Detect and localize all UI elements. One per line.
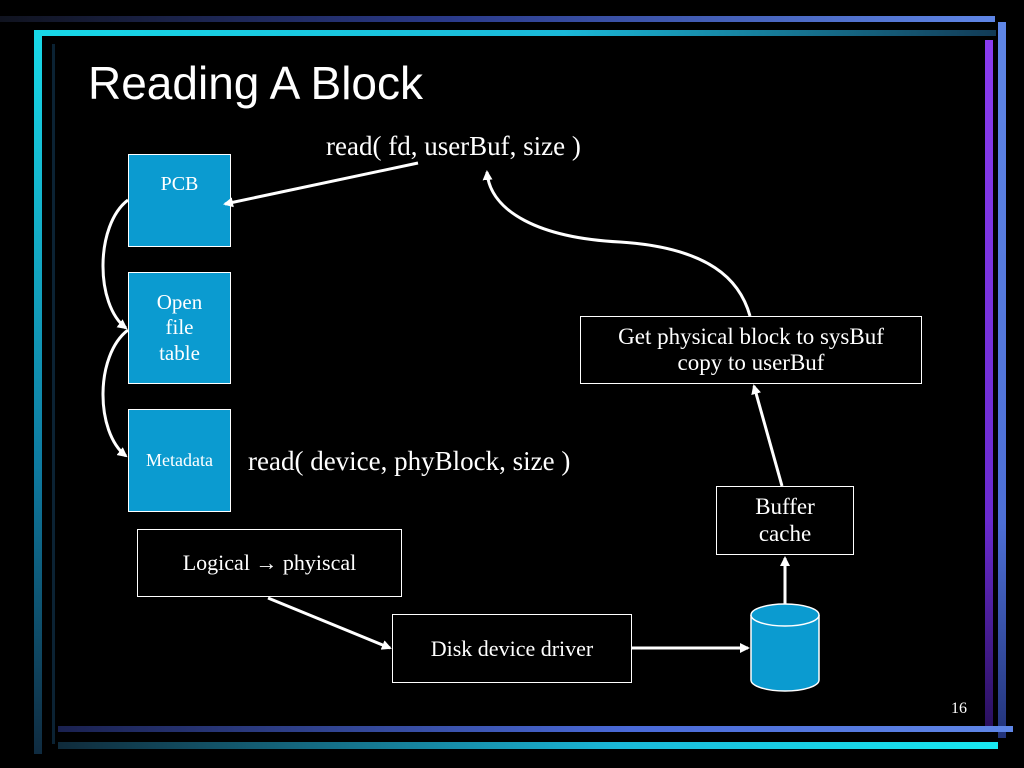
logical-to-physical-label: Logical → phyiscal bbox=[182, 550, 357, 576]
top-accent-bar-cyan bbox=[34, 30, 996, 36]
open-file-table-line-1: Open bbox=[156, 290, 203, 315]
read-call-label: read( fd, userBuf, size ) bbox=[326, 131, 581, 161]
logical-to-physical-box: Logical → phyiscal bbox=[137, 529, 402, 597]
disk-device-driver-box: Disk device driver bbox=[392, 614, 632, 683]
open-file-table-line-2: file bbox=[165, 315, 194, 340]
arrow-logical-to-driver bbox=[267, 596, 392, 650]
metadata-box: Metadata bbox=[128, 409, 231, 512]
device-read-call-label: read( device, phyBlock, size ) bbox=[248, 446, 571, 476]
arrow-get-block-to-read-call bbox=[482, 170, 752, 317]
pcb-box: PCB bbox=[128, 154, 231, 247]
buffer-cache-line-1: Buffer bbox=[755, 494, 815, 520]
right-accent-bar bbox=[998, 22, 1006, 738]
open-file-table-line-3: table bbox=[159, 340, 200, 365]
arrow-read-to-pcb bbox=[223, 161, 419, 208]
slide-title: Reading A Block bbox=[88, 57, 424, 109]
bottom-accent-bar-cyan bbox=[58, 742, 998, 749]
arrow-open-file-table-to-metadata bbox=[101, 328, 129, 458]
left-accent-bar-thin bbox=[52, 44, 55, 744]
buffer-cache-line-2: cache bbox=[758, 520, 812, 546]
top-accent-bar bbox=[0, 16, 995, 22]
pcb-label: PCB bbox=[160, 173, 199, 195]
disk-cylinder-icon bbox=[750, 603, 820, 692]
metadata-label: Metadata bbox=[146, 450, 213, 471]
arrow-buffer-cache-to-get-block bbox=[751, 384, 784, 487]
right-accent-bar-purple bbox=[985, 40, 993, 726]
arrow-pcb-to-open-file-table bbox=[101, 198, 129, 330]
get-physical-block-line-2: copy to userBuf bbox=[677, 350, 825, 375]
get-physical-block-line-1: Get physical block to sysBuf bbox=[618, 323, 884, 349]
get-physical-block-box: Get physical block to sysBuf copy to use… bbox=[580, 316, 922, 384]
bottom-accent-bar bbox=[58, 726, 1013, 732]
page-number: 16 bbox=[951, 700, 967, 717]
disk-device-driver-label: Disk device driver bbox=[430, 635, 594, 661]
left-accent-bar bbox=[34, 36, 42, 754]
open-file-table-box: Open file table bbox=[128, 272, 231, 384]
buffer-cache-box: Buffer cache bbox=[716, 486, 854, 555]
